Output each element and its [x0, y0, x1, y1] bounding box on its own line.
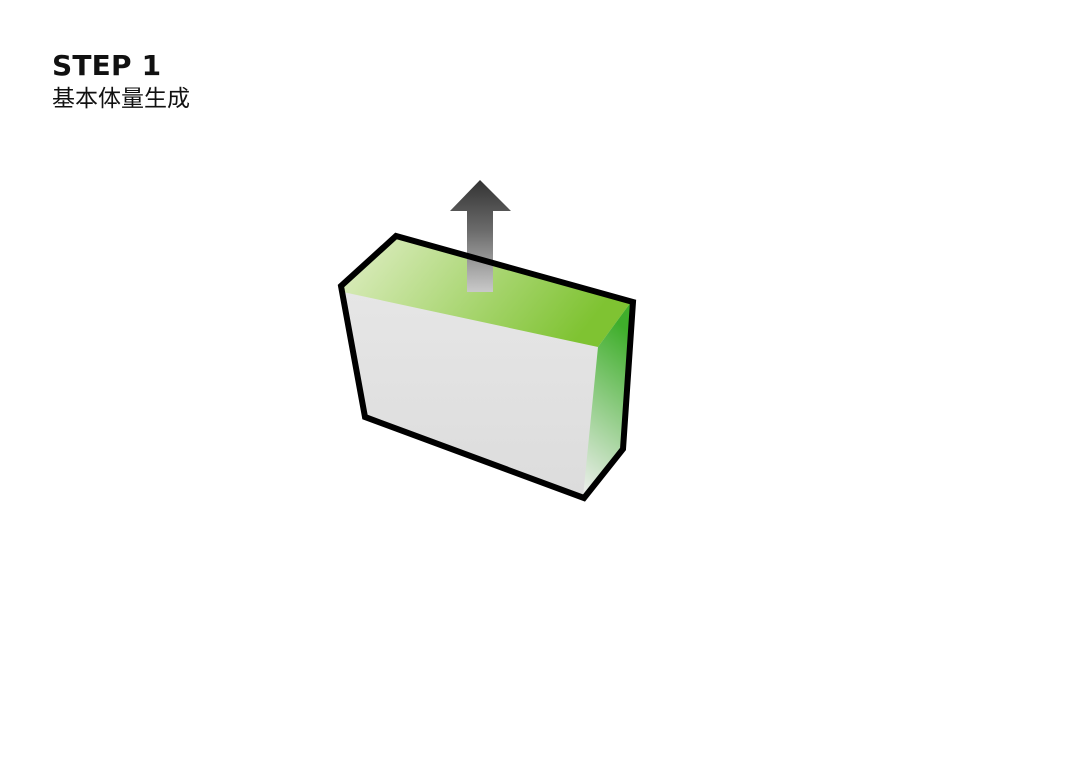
box-side-face — [583, 302, 631, 497]
box-front-face — [343, 287, 631, 497]
up-arrow-icon — [450, 180, 511, 292]
box-outline — [337, 232, 637, 502]
step-subtitle: 基本体量生成 — [52, 86, 190, 112]
box-top-face — [343, 237, 631, 347]
step-title: STEP 1 — [52, 49, 162, 82]
step-header: STEP 1 基本体量生成 — [52, 50, 190, 114]
